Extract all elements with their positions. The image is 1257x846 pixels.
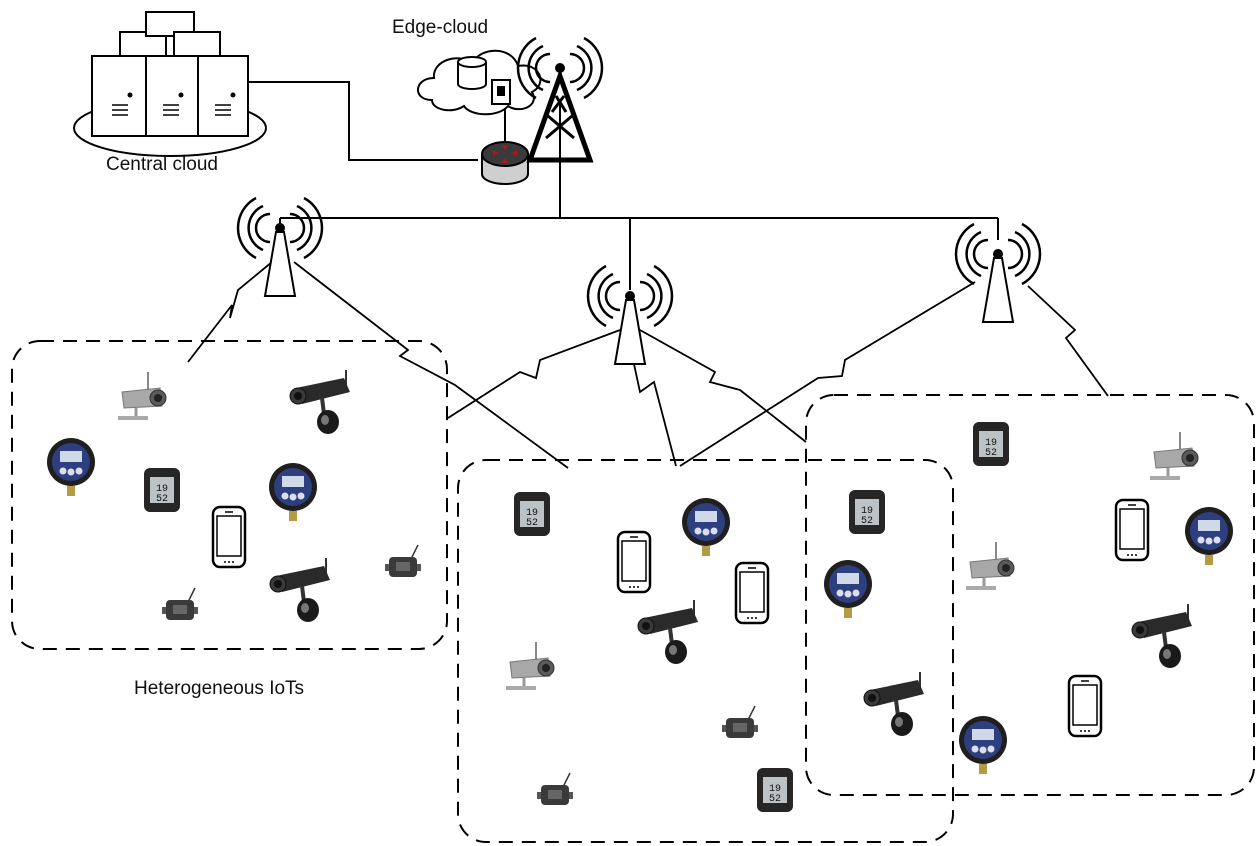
sensor-node-icon (161, 587, 199, 621)
pressure-gauge-icon (682, 498, 730, 556)
pressure-gauge-icon (959, 716, 1007, 774)
pressure-gauge-icon (269, 463, 317, 521)
server-icon (91, 55, 147, 137)
server-icon (145, 55, 199, 137)
camera-icon (504, 640, 556, 690)
sensor-node-icon (536, 772, 574, 806)
database-icon (457, 56, 487, 90)
iot-region-right (805, 394, 1255, 796)
pressure-gauge-icon (824, 560, 872, 618)
smartphone-icon (1067, 674, 1103, 738)
tower-icon (516, 36, 604, 163)
camera-icon (964, 540, 1016, 590)
camera-icon (288, 368, 352, 436)
heterogeneous-iots-label: Heterogeneous IoTs (134, 678, 305, 699)
smartphone-icon (734, 561, 770, 625)
antenna-icon (238, 198, 322, 296)
camera-icon (116, 370, 168, 420)
pressure-gauge-icon (1185, 507, 1233, 565)
thermometer-display-icon (849, 490, 885, 534)
sensor-node-icon (721, 705, 759, 739)
smartphone-icon (616, 530, 652, 594)
wireless-links (187, 261, 1109, 469)
thermometer-display-icon (144, 468, 180, 512)
thermometer-display-icon (757, 768, 793, 812)
iot-region-left (11, 340, 448, 650)
sensor-node-icon (384, 544, 422, 578)
iot-region-middle (457, 459, 954, 843)
edge-cloud (417, 49, 542, 116)
backbone-links (248, 81, 999, 290)
smartphone-icon (1114, 498, 1150, 562)
pressure-gauge-icon (47, 438, 95, 496)
camera-icon (862, 670, 926, 738)
camera-icon (268, 556, 332, 624)
edge-cloud-label: Edge-cloud (392, 17, 489, 38)
camera-icon (1130, 602, 1194, 670)
thermometer-display-icon (514, 492, 550, 536)
router-icon (481, 141, 529, 185)
smartphone-icon (211, 505, 247, 569)
server-icon (197, 55, 249, 137)
camera-icon (636, 598, 700, 666)
central-cloud (73, 11, 267, 157)
camera-icon (1148, 430, 1200, 480)
central-cloud-label: Central cloud (106, 154, 218, 175)
thermometer-display-icon (973, 422, 1009, 466)
